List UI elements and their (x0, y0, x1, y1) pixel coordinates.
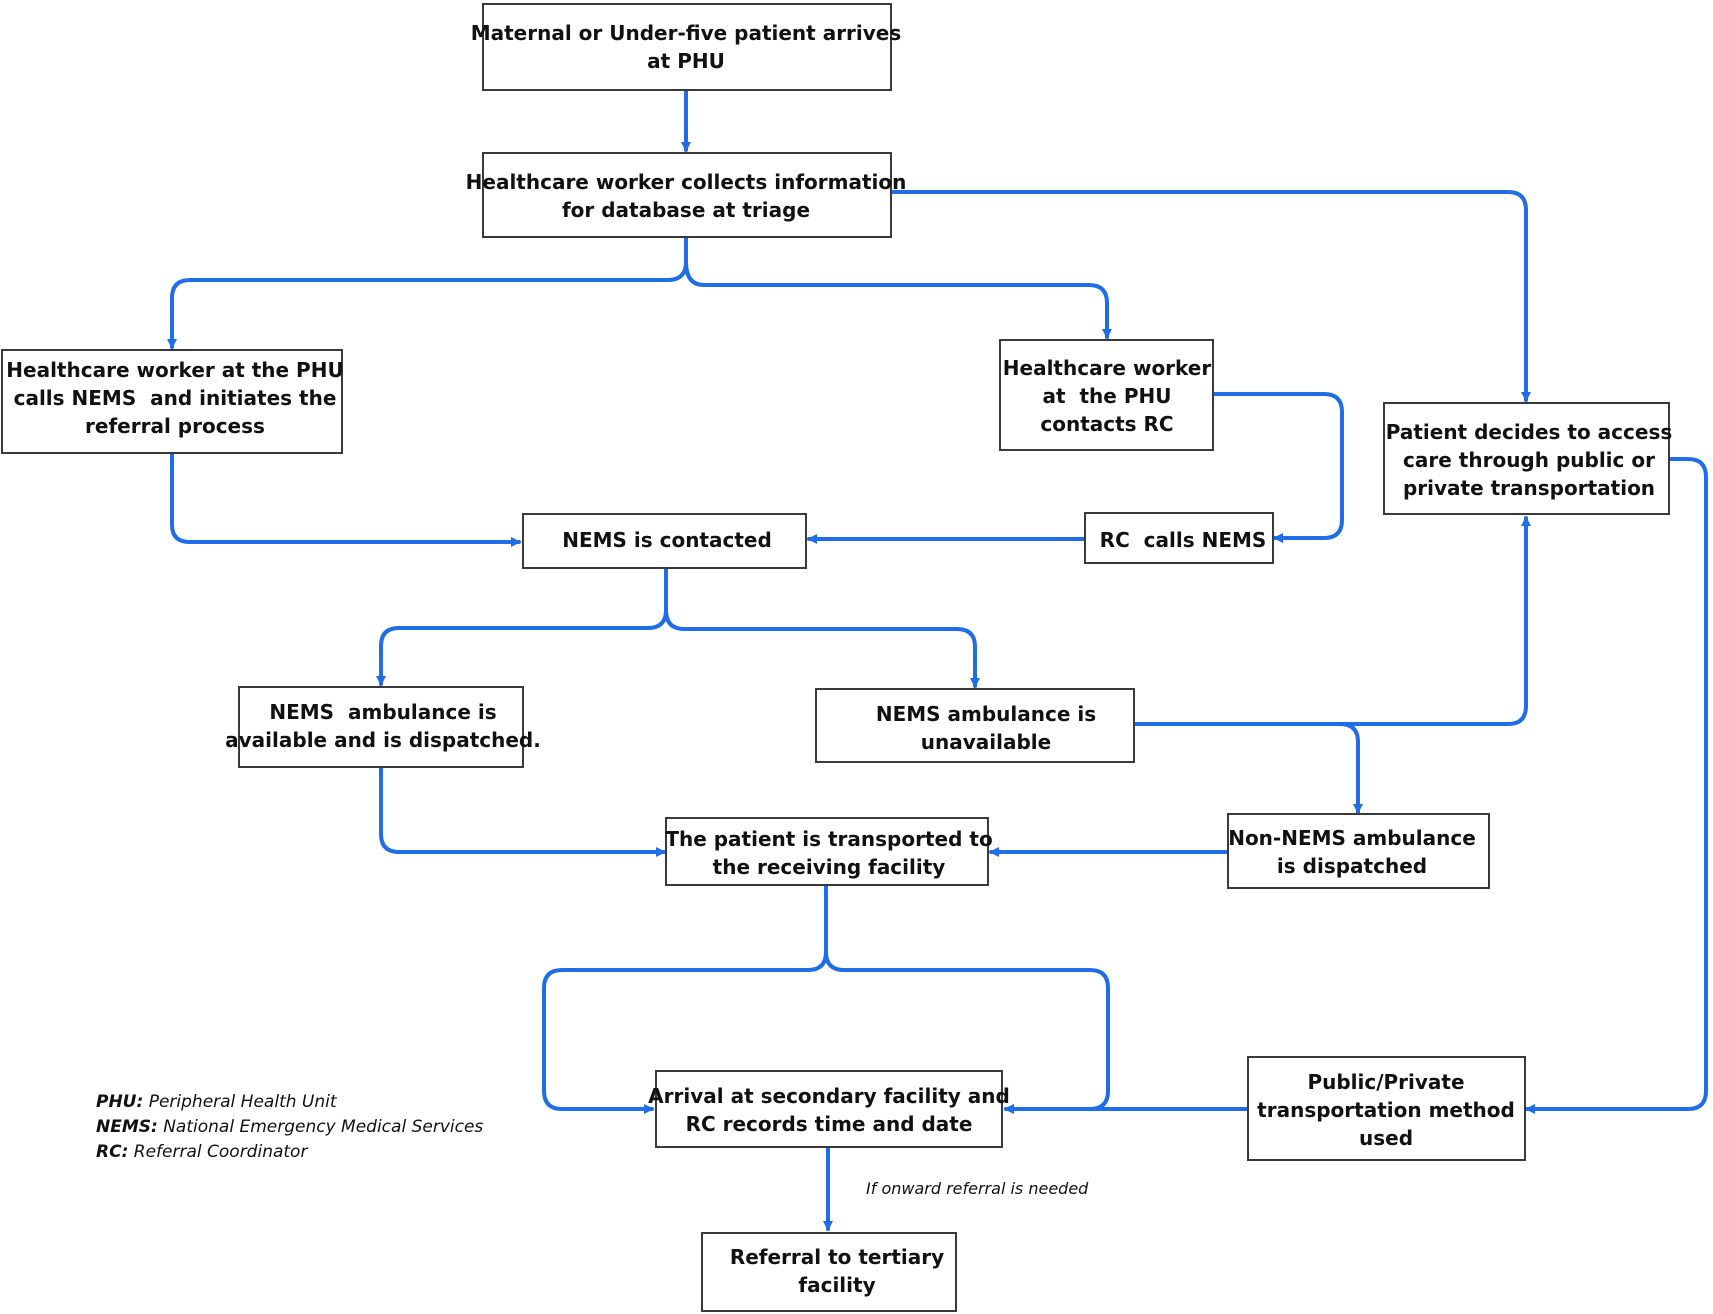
node-available: NEMS ambulance is available and is dispat… (225, 686, 541, 768)
node-public-private: Public/Private transportation method used (1247, 1056, 1526, 1161)
node-text-line: is dispatched (1277, 854, 1427, 878)
node-text-line: Healthcare worker (1003, 356, 1212, 380)
node-unavailable: NEMS ambulance is unavailable (815, 688, 1135, 763)
node-text-line: used (1359, 1126, 1413, 1150)
node-text-line: for database at triage (562, 198, 810, 222)
node-non-nems: Non-NEMS ambulance is dispatched (1227, 813, 1490, 889)
edge-nems-contacted-to-available (376, 566, 668, 686)
edge-contacts-rc-to-rc-calls (1212, 392, 1344, 543)
node-transported: The patient is transported to the receivi… (665, 817, 993, 886)
node-text-line: Patient decides to access (1386, 420, 1673, 444)
node-text-line: Healthcare worker collects information (466, 170, 907, 194)
node-text-line: NEMS ambulance is (269, 700, 496, 724)
node-arrive: Maternal or Under-five patient arrives at… (471, 3, 902, 91)
node-contacts-rc: Healthcare worker at the PHU contacts RC (999, 339, 1214, 451)
node-patient-decides: Patient decides to access care through pu… (1383, 402, 1673, 515)
node-arrival: Arrival at secondary facility and RC reco… (648, 1070, 1010, 1148)
node-text-line: referral process (85, 414, 265, 438)
node-calls-nems: Healthcare worker at the PHU calls NEMS a… (1, 349, 344, 454)
legend-item-phu: PHU: Peripheral Health Unit (96, 1092, 337, 1112)
legend-item-rc: RC: Referral Coordinator (96, 1142, 308, 1162)
edge-patient-decides-to-public-private (1525, 457, 1708, 1114)
edge-collect-to-patient-decides (889, 190, 1531, 402)
edge-transported-right-to-arrival (824, 950, 1110, 1114)
edge-nems-contacted-to-unavailable (664, 608, 980, 688)
edge-label-onward-referral: If onward referral is needed (866, 1179, 1089, 1198)
edge-available-to-transported (379, 766, 666, 857)
node-text-line: Referral to tertiary (730, 1245, 944, 1269)
node-text-line: Public/Private (1307, 1070, 1464, 1094)
node-text-line: NEMS ambulance is (876, 702, 1096, 726)
node-text-line: facility (798, 1273, 875, 1297)
edge-transported-left-to-arrival (542, 884, 828, 1114)
node-text-line: available and is dispatched. (225, 728, 541, 752)
node-text-line: NEMS is contacted (562, 528, 772, 552)
node-text-line: the receiving facility (713, 855, 946, 879)
node-text-line: RC records time and date (686, 1112, 973, 1136)
node-text-line: at the PHU (1043, 384, 1172, 408)
node-rc-calls: RC calls NEMS (1084, 512, 1274, 564)
node-collect: Healthcare worker collects information fo… (466, 152, 907, 238)
edge-calls-nems-to-nems-contacted (170, 452, 521, 547)
legend: PHU: Peripheral Health Unit NEMS: Nation… (96, 1090, 483, 1165)
edge-unavailable-to-patient-decides (1132, 516, 1531, 726)
node-text-line: private transportation (1403, 476, 1655, 500)
node-text-line: Healthcare worker at the PHU (6, 358, 343, 382)
node-text-line: at PHU (647, 49, 725, 73)
legend-item-nems: NEMS: National Emergency Medical Service… (96, 1117, 484, 1137)
node-text-line: calls NEMS and initiates the (14, 386, 337, 410)
edge-collect-to-contacts-rc (684, 260, 1112, 339)
node-tertiary: Referral to tertiary facility (701, 1232, 957, 1312)
node-text-line: Non-NEMS ambulance (1228, 826, 1476, 850)
node-text-line: The patient is transported to (665, 827, 992, 851)
node-nems-contacted: NEMS is contacted (522, 513, 807, 569)
edge-unavailable-to-non-nems (1338, 722, 1363, 814)
node-text-line: care through public or (1403, 448, 1655, 472)
node-text-line: unavailable (921, 730, 1051, 754)
node-text-line: contacts RC (1040, 412, 1173, 436)
edges (167, 88, 1708, 1231)
node-text-line: Arrival at secondary facility and (648, 1084, 1010, 1108)
node-text-line: RC calls NEMS (1100, 528, 1267, 552)
node-text-line: Maternal or Under-five patient arrives (471, 21, 902, 45)
edge-collect-to-calls-nems (167, 236, 688, 349)
node-text-line: transportation method (1257, 1098, 1515, 1122)
